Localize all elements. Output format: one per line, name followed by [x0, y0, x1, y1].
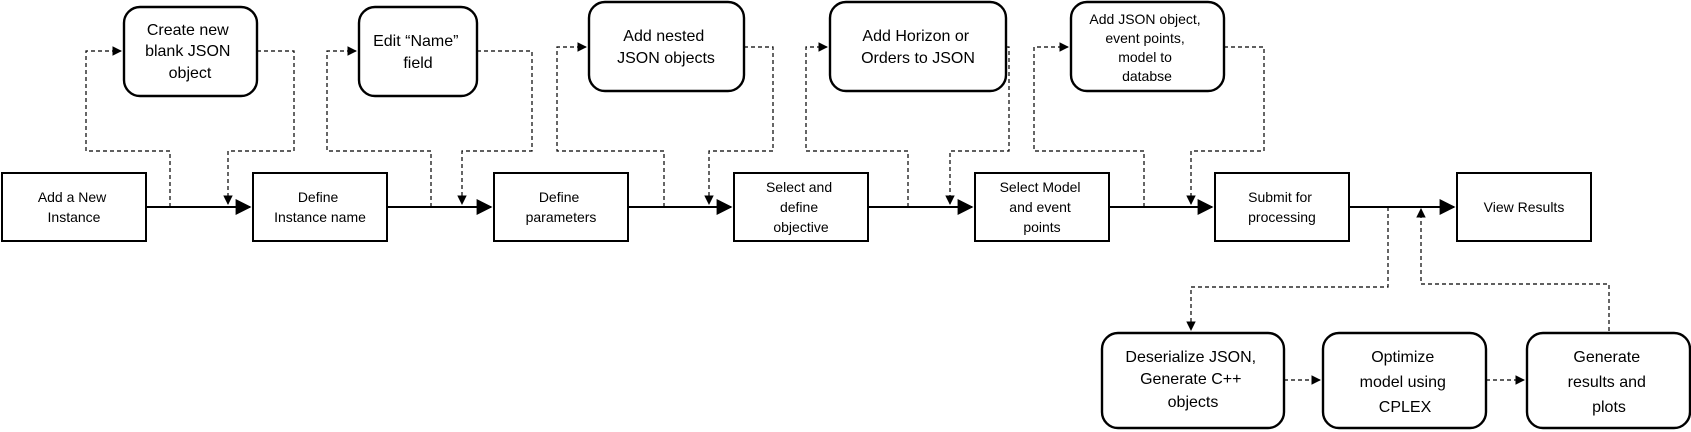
processing-optimize-box — [1321, 331, 1488, 430]
json-add-horizon-label: Add Horizon or Orders to JSON — [861, 28, 975, 67]
dashed-from-add-horizon — [945, 46, 1010, 205]
processing-generate-results-box — [1525, 331, 1691, 430]
dashed-to-add-nested — [556, 42, 665, 207]
json-create-box — [122, 5, 259, 98]
processing-deserialize-label: Deserialize JSON, Generate C++ objects — [1125, 349, 1260, 411]
step-define-instance-name-label: Define Instance name — [274, 189, 366, 225]
step-select-model-label: Select Model and event points — [1000, 179, 1085, 235]
dashed-from-create-json — [223, 50, 295, 205]
step-select-objective-box — [733, 172, 869, 242]
dashed-to-add-database — [1033, 42, 1145, 207]
step-define-instance-name-box — [252, 172, 388, 242]
step-select-objective-label: Select and define objective — [766, 179, 836, 235]
json-add-nested-label: Add nested JSON objects — [617, 28, 715, 67]
step-add-instance-box — [1, 172, 147, 242]
dashed-from-add-nested — [704, 46, 774, 205]
processing-optimize-label: Optimize model using CPLEX — [1360, 349, 1451, 416]
dashed-to-edit-name — [326, 46, 432, 207]
processing-deserialize-box — [1100, 331, 1286, 430]
processing-generate-results-label: Generate results and plots — [1568, 349, 1651, 416]
json-create-label: Create new blank JSON object — [145, 22, 235, 82]
rounded-step-boxes — [122, 0, 1691, 430]
step-view-results-box — [1456, 172, 1592, 242]
step-define-parameters-box — [493, 172, 629, 242]
json-flow-arrows — [85, 42, 1610, 385]
dashed-from-edit-name — [457, 50, 533, 205]
json-edit-name-label: Edit “Name” field — [373, 33, 463, 72]
dashed-to-add-horizon — [805, 42, 909, 207]
step-view-results-label: View Results — [1484, 199, 1565, 215]
step-select-model-box — [974, 172, 1110, 242]
json-add-nested-box — [587, 0, 746, 93]
json-add-database-box — [1069, 0, 1226, 93]
step-define-parameters-label: Define parameters — [526, 189, 597, 225]
step-submit-processing-box — [1214, 172, 1350, 242]
dashed-from-add-database — [1186, 46, 1265, 205]
json-edit-name-box — [357, 5, 479, 98]
json-add-horizon-box — [828, 0, 1008, 93]
json-add-database-label: Add JSON object, event points, model to … — [1089, 11, 1204, 84]
dashed-results-to-view — [1416, 208, 1610, 331]
step-add-instance-label: Add a New Instance — [38, 189, 110, 225]
main-step-boxes — [1, 172, 1592, 242]
step-submit-processing-label: Submit for processing — [1248, 189, 1316, 225]
dashed-submit-to-deserialize — [1186, 207, 1389, 331]
dashed-to-create-json — [85, 46, 171, 207]
